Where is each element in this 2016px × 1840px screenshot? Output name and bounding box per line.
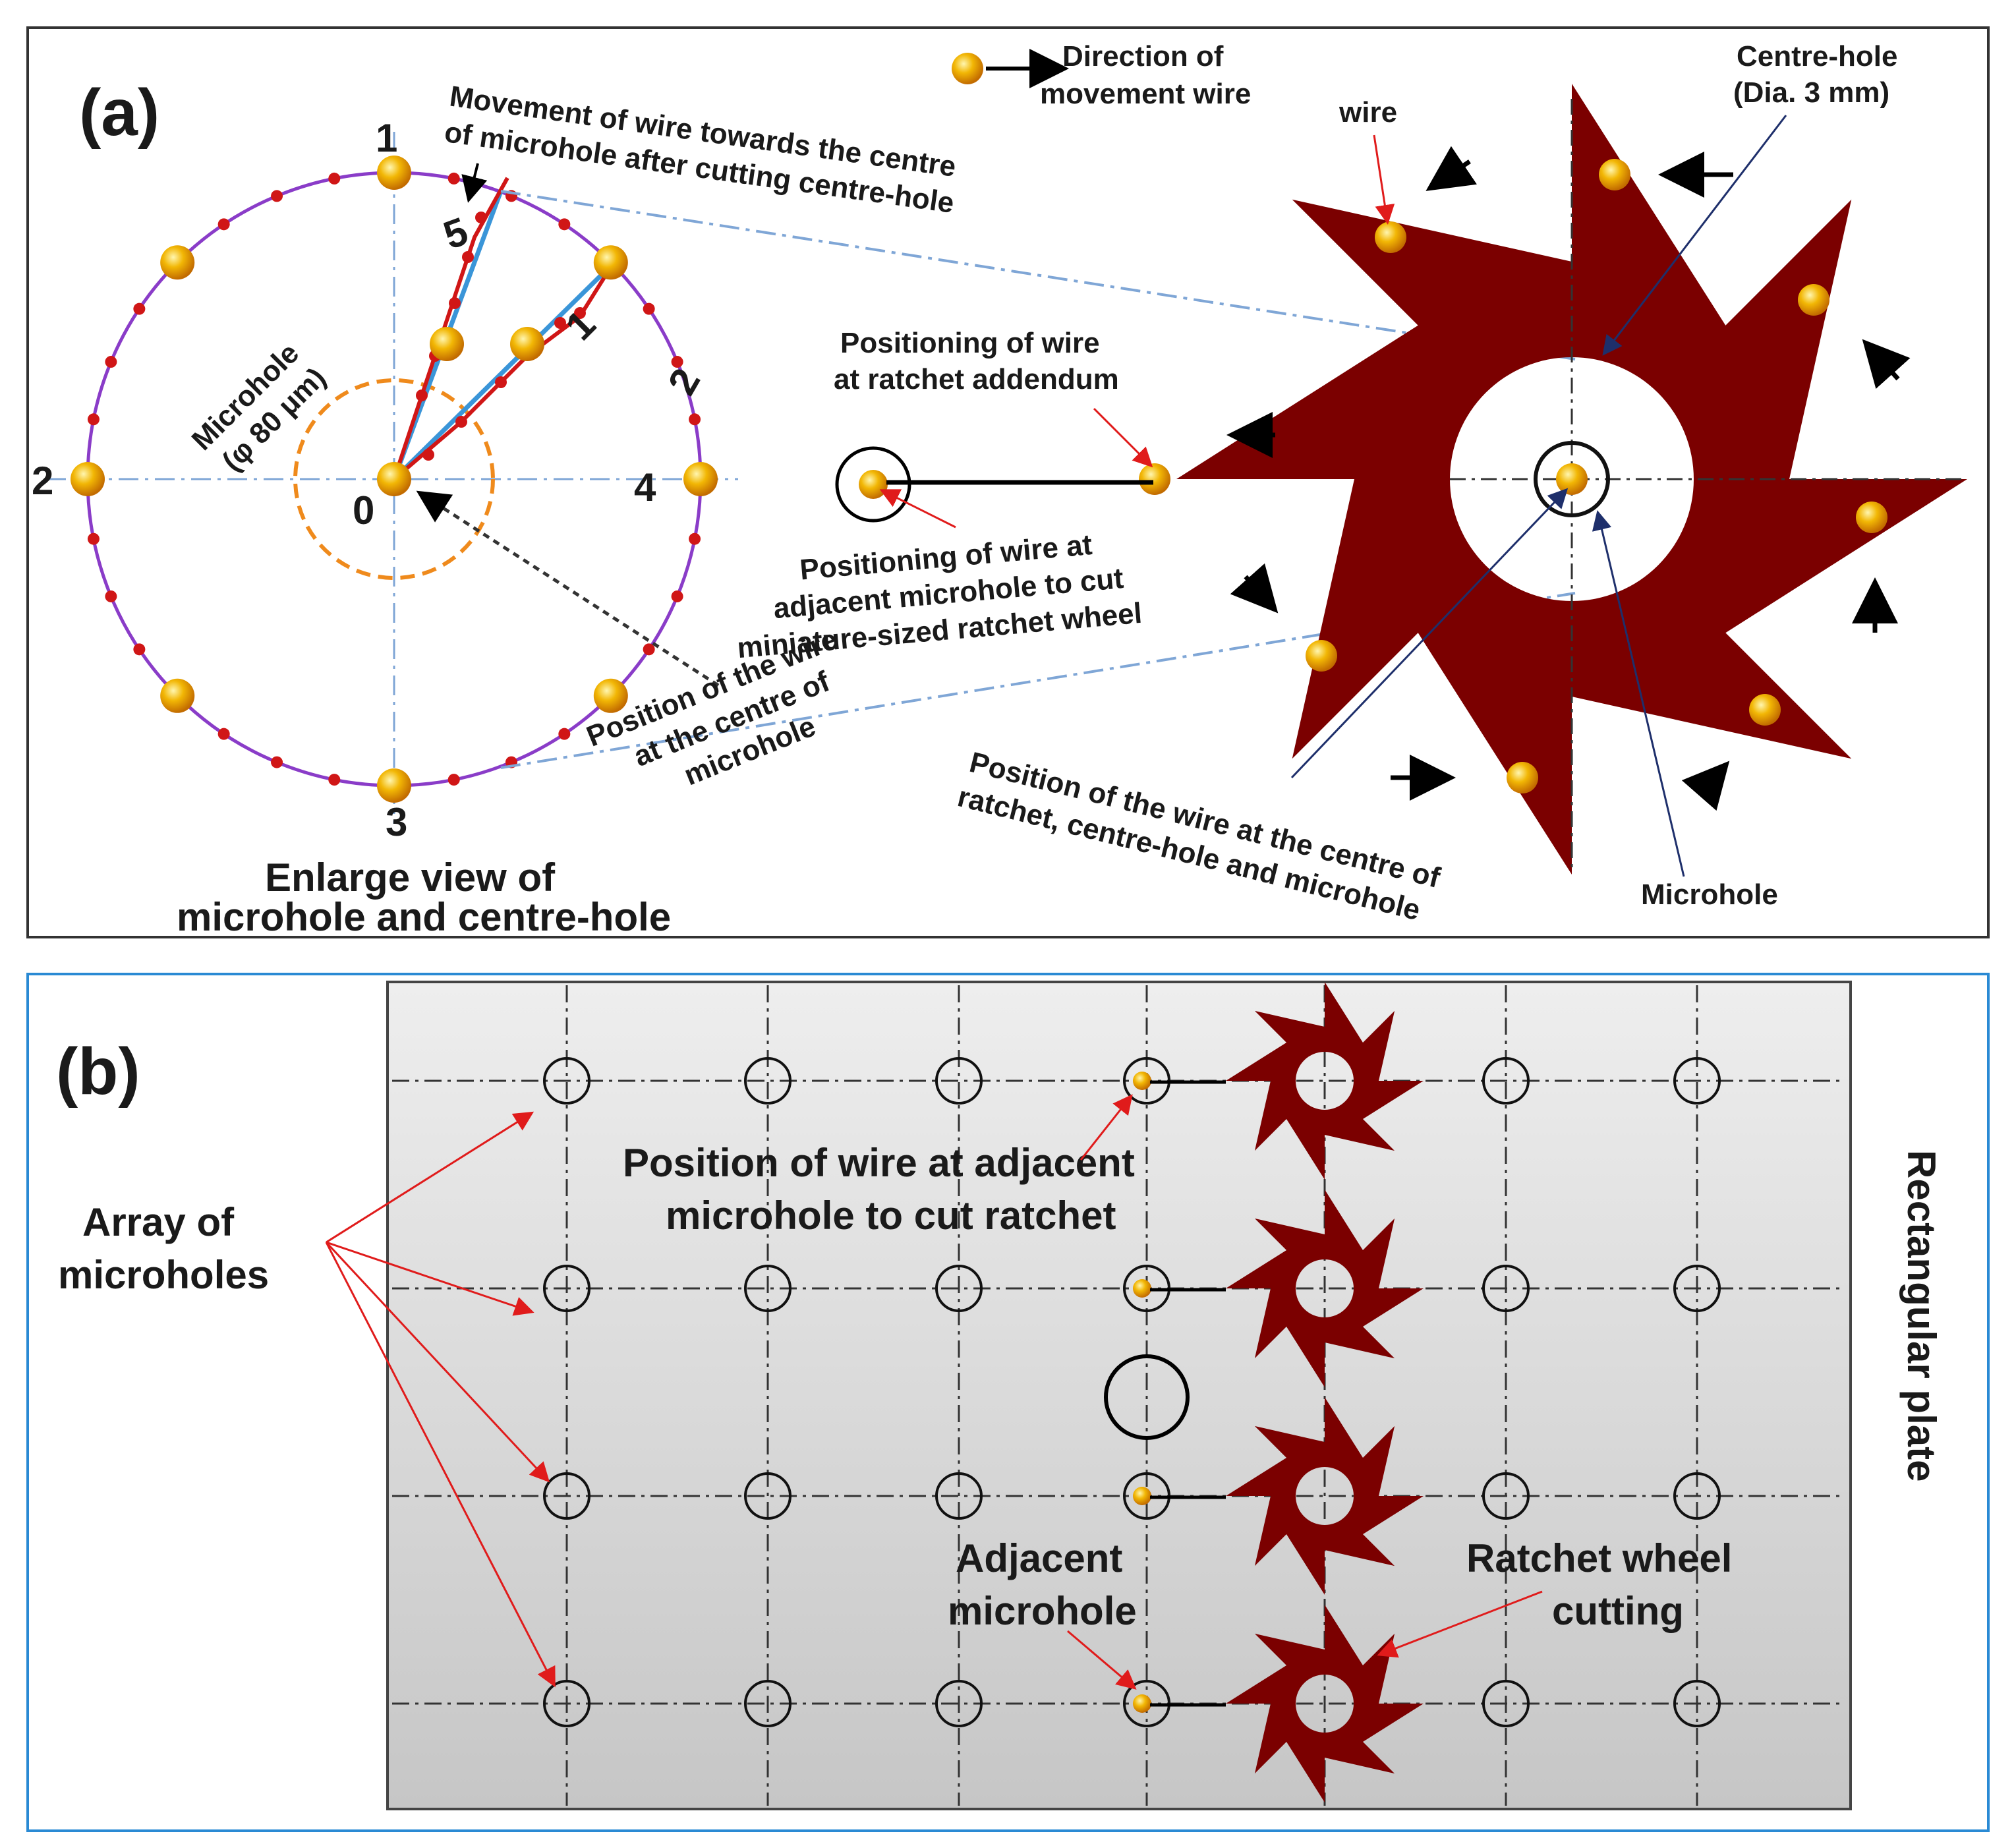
legend-line2: movement wire [1040, 78, 1251, 110]
label-addendum-2: at ratchet addendum [834, 363, 1119, 395]
microhole [1482, 1680, 1530, 1727]
small-ratchet-wheel [1226, 1605, 1424, 1802]
microhole [543, 1472, 590, 1520]
label-centre-hole-1: Centre-hole [1737, 40, 1897, 72]
approach-line-1 [392, 262, 615, 481]
microhole-array [543, 1057, 1721, 1727]
label-position-1: Position of wire at adjacent [623, 1141, 1135, 1185]
ratchet-body [1176, 84, 1967, 875]
small-ratchet-wheel [1226, 1190, 1424, 1387]
legend-line1: Direction of [1062, 40, 1224, 72]
ratchet-pointer-b [1377, 1590, 1543, 1658]
legend: Direction of movement wire [952, 40, 1251, 110]
microhole [543, 1057, 590, 1105]
microhole [543, 1265, 590, 1312]
microhole [1482, 1057, 1530, 1105]
wire-pointer [1373, 134, 1395, 225]
wire-ball [593, 245, 628, 280]
adjacent-pointer [879, 489, 956, 529]
arrow-movement [461, 163, 488, 203]
position-pointer [1080, 1094, 1133, 1161]
microhole [1673, 1680, 1721, 1727]
ratchet-microhole-ring [1534, 441, 1610, 517]
wire-at-adjacent-microhole [1133, 1487, 1226, 1505]
microhole [744, 1680, 792, 1727]
microhole [744, 1265, 792, 1312]
legend-wire-icon [952, 53, 983, 84]
position-1: 1 [376, 116, 397, 160]
centre-hole-dashed-circle [293, 378, 495, 580]
panel-b-tag: (b) [56, 1035, 140, 1108]
small-ratchet-wheel [1226, 1397, 1424, 1595]
position-4: 4 [634, 465, 656, 509]
movement-arrows [1226, 146, 1911, 811]
wire-at-adjacent-microhole [1133, 1072, 1226, 1090]
panel-a-tag: (a) [79, 76, 159, 150]
microhole [935, 1265, 983, 1312]
wire-ball [71, 462, 105, 496]
centre-hole-drilled [1104, 1354, 1190, 1440]
microhole [744, 1057, 792, 1105]
cutting-path-dots [87, 172, 701, 786]
centre-hole-pointer [1602, 115, 1787, 356]
enlarge-label-line1: Enlarge view of [265, 855, 556, 900]
wire-ball [430, 327, 464, 361]
position-0: 0 [353, 488, 374, 532]
ratchet-wire-positions [1139, 159, 1887, 793]
microhole [935, 1057, 983, 1105]
microhole [1673, 1265, 1721, 1312]
rectangular-plate [386, 981, 1852, 1810]
label-wire: wire [1339, 96, 1397, 129]
wire-ball [510, 327, 544, 361]
position-3: 3 [386, 800, 407, 844]
position-2: 2 [32, 459, 53, 503]
array-pointers [325, 1111, 556, 1688]
microhole [935, 1472, 983, 1520]
label-ratchet-2: cutting [1552, 1589, 1684, 1633]
wire-ball [593, 678, 628, 713]
wire-ball [377, 156, 411, 190]
microhole-pointer [1592, 510, 1685, 877]
enlarged-view: 0 1 2 3 4 5 1 2 Microhole (φ 80 μm) Enla… [32, 116, 738, 939]
wire-ball [160, 678, 195, 713]
wire-ball [377, 768, 411, 803]
microhole [1482, 1265, 1530, 1312]
wire-ball [683, 462, 718, 496]
microhole [1482, 1472, 1530, 1520]
ratchet-centre-wire [1556, 463, 1588, 495]
microhole [744, 1472, 792, 1520]
label-position-2: microhole to cut ratchet [666, 1193, 1116, 1238]
ratchet-centre-pointer [1290, 488, 1569, 779]
wire-ball [160, 245, 195, 280]
small-ratchets [1226, 982, 1424, 1802]
wire-at-adjacent-microhole [1133, 1279, 1226, 1298]
small-ratchet-wheel [1226, 982, 1424, 1180]
wire-positions [71, 156, 718, 803]
adjacent-pointer-b [1067, 1630, 1137, 1690]
label-adjacent-1: Adjacent [956, 1536, 1122, 1580]
wire-at-adjacent-microhole [1133, 1694, 1226, 1713]
label-addendum-1: Positioning of wire [840, 327, 1100, 359]
large-ratchet-wheel [1176, 84, 1967, 875]
microhole [543, 1680, 590, 1727]
label-ratchet-1: Ratchet wheel [1466, 1536, 1732, 1580]
label-rectangular-plate: Rectangular plate [1899, 1150, 1944, 1481]
label-array-1: Array of [82, 1200, 235, 1244]
addendum-pointer [1093, 407, 1153, 468]
adjacent-wire [859, 470, 888, 499]
label-adjacent-2: microhole [948, 1589, 1137, 1633]
label-centre-hole-2: (Dia. 3 mm) [1733, 76, 1889, 109]
wire-ball-centre [377, 462, 411, 496]
projection-line-top [500, 190, 1576, 360]
microhole [1673, 1472, 1721, 1520]
microhole [1673, 1057, 1721, 1105]
projection-line-bottom [500, 592, 1576, 769]
enlarge-label-line2: microhole and centre-hole [177, 895, 671, 939]
label-microhole-a: Microhole [1641, 878, 1778, 911]
microhole [935, 1680, 983, 1727]
label-array-2: microholes [58, 1253, 269, 1297]
